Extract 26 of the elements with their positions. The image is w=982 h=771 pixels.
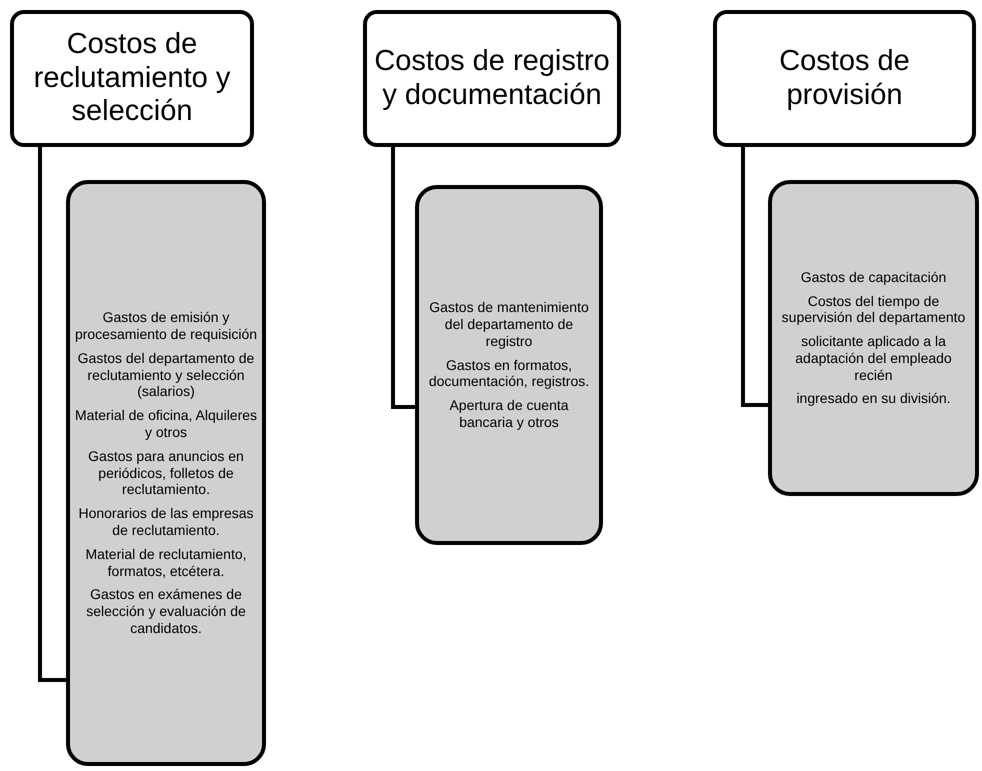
expense-item: Costos del tiempo de supervisión del departamento xyxy=(780,292,966,326)
expense-item: Gastos de mantenimiento del departamento de registro xyxy=(428,299,590,350)
category-title: Costos de reclutamiento y selección xyxy=(32,28,232,130)
expense-item: Gastos en formatos, documentación, registros. xyxy=(428,356,590,390)
category-box xyxy=(10,10,254,147)
category-box xyxy=(363,10,621,147)
category-box xyxy=(713,10,976,147)
expense-item: solicitante aplicado a la adaptación del empleado recién xyxy=(794,333,953,384)
category-title: Costos de provisión xyxy=(778,44,911,112)
expense-list-box xyxy=(415,185,603,545)
expense-item: Gastos en exámenes de selección y evaluación de candidatos. xyxy=(85,586,247,637)
expense-item: Gastos para anuncios en periódicos, folletos de reclutamiento. xyxy=(87,448,245,498)
expense-item: Gastos de emisión y procesamiento de requisición xyxy=(74,309,258,343)
category-title: Costos de registro y documentación xyxy=(373,44,611,112)
expense-item: ingresado en su división. xyxy=(796,390,951,408)
expense-item: Gastos del departamento de reclutamiento y selección (salarios) xyxy=(76,350,256,400)
expense-item: Apertura de cuenta bancaria y otros xyxy=(448,397,570,431)
expense-item: Material de oficina, Alquileres y otros xyxy=(74,407,258,441)
expense-list-box xyxy=(66,180,266,766)
expense-item: Honorarios de las empresas de reclutamiento. xyxy=(77,505,255,539)
expense-list-box xyxy=(768,180,979,496)
connector-line xyxy=(741,147,768,407)
connector-line xyxy=(391,147,415,409)
expense-item: Gastos de capacitación xyxy=(800,268,946,286)
expense-item: Material de reclutamiento, formatos, etcétera. xyxy=(84,546,248,580)
connector-line xyxy=(38,147,66,682)
